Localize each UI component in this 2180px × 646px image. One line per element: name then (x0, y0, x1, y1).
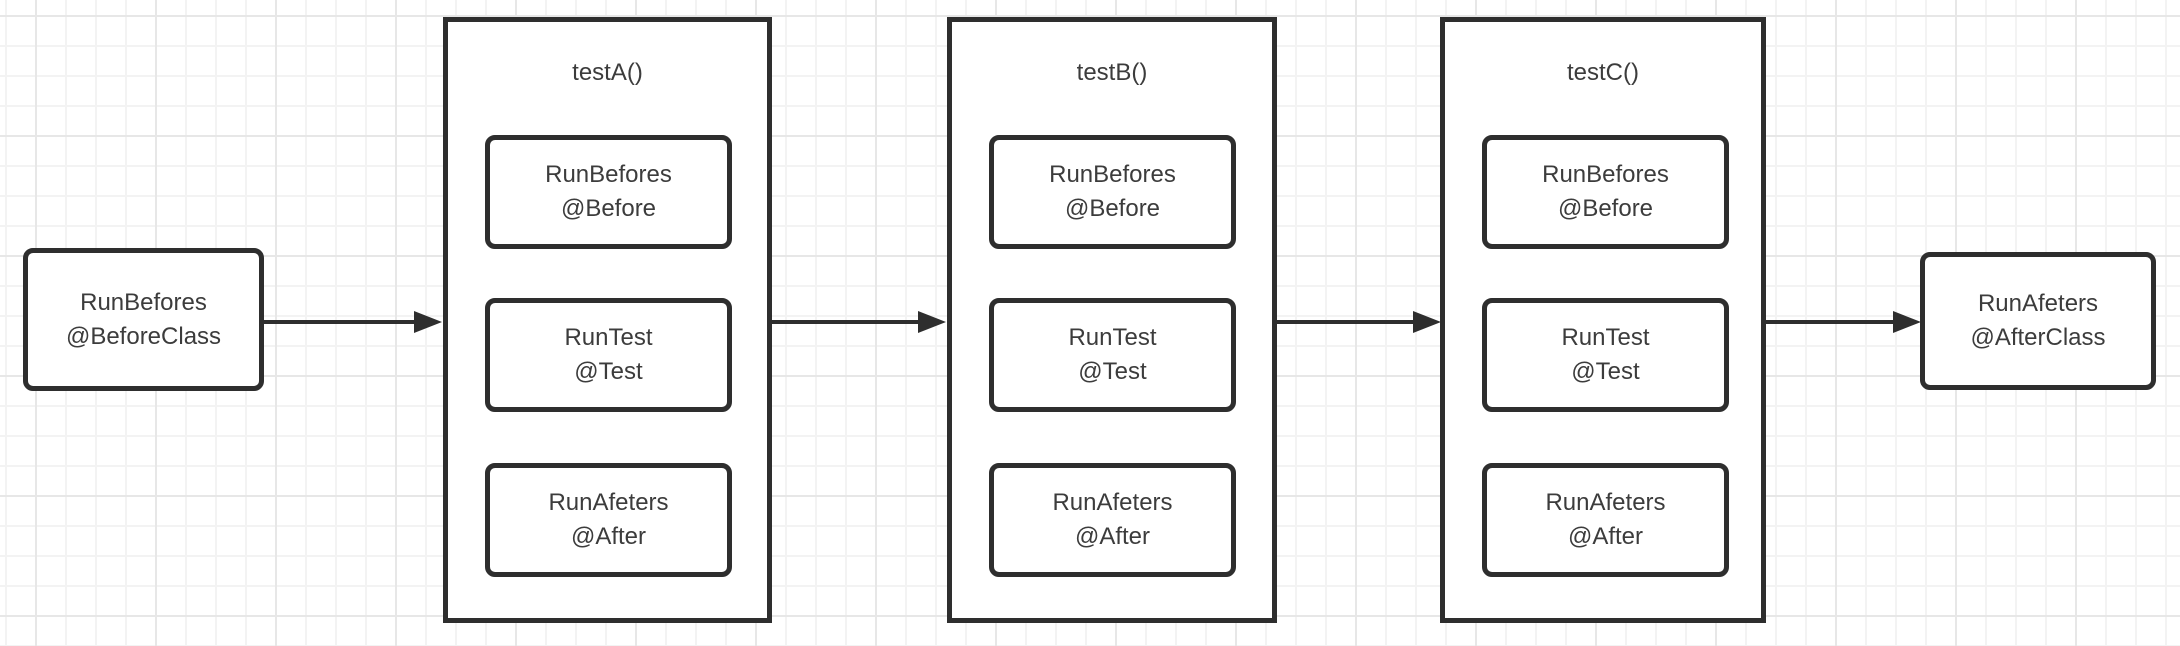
step-testc-runbefores: RunBefores @Before (1482, 135, 1729, 249)
step-testa-runafters: RunAfeters @After (485, 463, 732, 577)
flow-arrow-testa-to-testb (772, 311, 946, 333)
arrow-line (772, 320, 918, 324)
group-testc-title: testC() (1567, 59, 1639, 86)
node-after-class: RunAfeters @AfterClass (1920, 252, 2156, 390)
step-annotation: @Test (1078, 358, 1147, 385)
arrow-line (1766, 320, 1893, 324)
step-annotation: @After (1567, 523, 1644, 550)
step-label: RunAfeters (1545, 489, 1666, 516)
step-annotation: @Before (560, 195, 657, 222)
step-testc-runafters: RunAfeters @After (1482, 463, 1729, 577)
flow-arrow-testc-to-end (1766, 311, 1921, 333)
node-after-class-annotation: @AfterClass (1970, 324, 2106, 351)
arrow-head-icon (414, 311, 442, 333)
step-label: RunBefores (545, 161, 672, 188)
arrow-head-icon (918, 311, 946, 333)
step-testa-runtest: RunTest @Test (485, 298, 732, 412)
step-testb-runtest: RunTest @Test (989, 298, 1236, 412)
step-testb-runbefores: RunBefores @Before (989, 135, 1236, 249)
step-label: RunBefores (1542, 161, 1669, 188)
node-after-class-label: RunAfeters (1977, 290, 2099, 317)
step-testa-runbefores: RunBefores @Before (485, 135, 732, 249)
flow-arrow-testb-to-testc (1277, 311, 1441, 333)
group-testa-title: testA() (572, 59, 643, 86)
arrow-head-icon (1893, 311, 1921, 333)
step-annotation: @Before (1064, 195, 1161, 222)
node-before-class: RunBefores @BeforeClass (23, 248, 264, 391)
arrow-line (264, 320, 414, 324)
step-label: RunTest (1068, 324, 1157, 351)
step-label: RunTest (1561, 324, 1650, 351)
node-before-class-label: RunBefores (80, 288, 207, 316)
group-testa: testA() RunBefores @Before RunTest @Test… (443, 17, 772, 623)
step-testc-runtest: RunTest @Test (1482, 298, 1729, 412)
step-annotation: @Test (574, 358, 643, 385)
step-label: RunAfeters (548, 489, 669, 516)
step-label: RunTest (564, 324, 653, 351)
step-testb-runafters: RunAfeters @After (989, 463, 1236, 577)
group-testc: testC() RunBefores @Before RunTest @Test… (1440, 17, 1766, 623)
node-before-class-annotation: @BeforeClass (65, 322, 222, 350)
flow-arrow-start-to-testa (264, 311, 442, 333)
step-label: RunAfeters (1052, 489, 1173, 516)
group-testb: testB() RunBefores @Before RunTest @Test… (947, 17, 1277, 623)
step-annotation: @After (1074, 523, 1151, 550)
arrow-line (1277, 320, 1413, 324)
step-annotation: @Test (1571, 358, 1640, 385)
step-label: RunBefores (1049, 161, 1176, 188)
step-annotation: @After (570, 523, 647, 550)
group-testb-title: testB() (1076, 59, 1148, 86)
step-annotation: @Before (1557, 195, 1654, 222)
arrow-head-icon (1413, 311, 1441, 333)
